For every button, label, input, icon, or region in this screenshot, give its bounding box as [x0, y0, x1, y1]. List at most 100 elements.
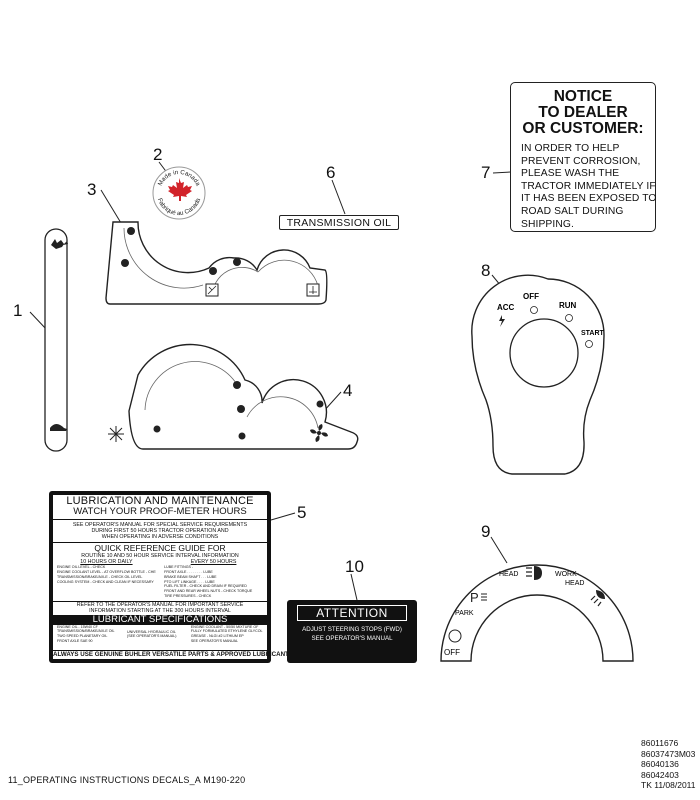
- spec-left: ENGINE OIL - 15W40 CF TRANSMISSION/BRAKE…: [57, 625, 125, 645]
- start-label: START: [581, 330, 605, 337]
- callout-1: 1: [13, 301, 22, 320]
- decal-6-transmission-oil: TRANSMISSION OIL: [279, 215, 399, 230]
- notice-body-line: PREVENT CORROSION,: [521, 155, 641, 167]
- callout-4: 4: [343, 381, 352, 400]
- spec-item: UNIVERSAL HYDRAULIC OIL: [127, 629, 176, 634]
- callout-2: 2: [153, 145, 162, 164]
- fifty-hour-heading: EVERY 50 HOURS: [190, 558, 237, 565]
- fifty-hour-item: TIRE PRESSURES - CHECK: [164, 594, 212, 599]
- callout-7: 7: [481, 163, 490, 182]
- leader-line-1: [29, 311, 48, 331]
- leader-lines: [29, 161, 512, 601]
- spec-columns: ENGINE OIL - 15W40 CF TRANSMISSION/BRAKE…: [53, 625, 267, 645]
- notice-body-line: IN ORDER TO HELP: [521, 143, 620, 154]
- spec-item: SEE OPERATOR'S MANUAL: [190, 639, 238, 644]
- daily-item: ENGINE OIL LEVEL - CHECK: [57, 564, 106, 569]
- leader-line-10: [350, 573, 358, 601]
- spec-item: TWO SPEED PLANETARY OIL: [57, 634, 108, 639]
- callout-6: 6: [326, 163, 335, 182]
- key-hole: [509, 318, 579, 388]
- decal-1-speed-strip: [44, 228, 68, 452]
- lube-subtitle: WATCH YOUR PROOF-METER HOURS: [53, 507, 267, 520]
- spec-item: ENGINE OIL - 15W40 CF: [57, 624, 98, 629]
- spec-item: FULLY FORMULATED ETHYLENE GLYCOL & WATER: [190, 629, 263, 634]
- off-indicator: [448, 629, 462, 643]
- callout-numbers: 1 2 3 4 5 6 7 8 9 10: [13, 145, 490, 576]
- leader-line-3: [100, 189, 122, 224]
- part-number: 86037473M03: [641, 748, 696, 759]
- part-number: 86042403: [641, 769, 679, 780]
- lube-notice-3: WHEN OPERATING IN ADVERSE CONDITIONS: [53, 534, 267, 543]
- engine-run-icon: [565, 314, 573, 322]
- maple-leaf-icon: [168, 178, 192, 201]
- decal-4-gauge-trim: [108, 343, 359, 450]
- notice-title: NOTICE TO DEALER OR CUSTOMER:: [511, 89, 655, 137]
- callout-5: 5: [297, 503, 306, 522]
- decal-2-made-in-canada: Made in Canada Fabriqué au Canada: [152, 166, 206, 220]
- fifty-hour-item: FRONT AND REAR WHEEL NUTS - CHECK TORQUE: [164, 589, 253, 594]
- attention-heading: ATTENTION: [297, 605, 407, 621]
- decal-5-lubrication: LUBRICATION AND MAINTENANCE WATCH YOUR P…: [49, 491, 293, 663]
- notice-body-line: PLEASE WASH THE: [521, 168, 620, 180]
- decal-9-light-switch: OFF PARK HEAD WORK- HEAD P: [440, 564, 634, 662]
- attention-line-2: SEE OPERATOR'S MANUAL: [311, 635, 393, 642]
- notice-body: IN ORDER TO HELP PREVENT CORROSION, PLEA…: [521, 143, 657, 231]
- part-number-list: 86011676 86037473M03 86040136 86042403 T…: [641, 738, 696, 791]
- engine-off-icon: [530, 306, 538, 314]
- leader-line-5: [270, 512, 296, 521]
- off-label: OFF: [444, 648, 460, 657]
- refer-line-1: REFER TO THE OPERATOR'S MANUAL FOR IMPOR…: [53, 601, 267, 608]
- spec-mid: UNIVERSAL HYDRAULIC OIL (SEE OPERATOR'S …: [127, 625, 189, 645]
- fifty-hour-item: FUEL FILTER - CHECK AND DRAIN IF REQUIRE…: [164, 584, 247, 589]
- notice-body-line: IT HAS BEEN EXPOSED TO: [521, 193, 657, 205]
- svg-text:P: P: [470, 590, 479, 605]
- snowflake-icon: [108, 426, 124, 442]
- notice-title-line: NOTICE: [553, 88, 613, 105]
- notice-body-line: TRACTOR IMMEDIATELY IF: [521, 180, 656, 192]
- lube-notice-2: DURING FIRST 50 HOURS TRACTOR OPERATION …: [91, 528, 229, 535]
- daily-heading: 10 HOURS OR DAILY: [80, 558, 133, 565]
- parking-light-icon: P: [470, 590, 487, 605]
- park-label: PARK: [455, 610, 474, 617]
- work-head-label-1: WORK-: [555, 571, 580, 578]
- decal-8-ignition-plate: ACC OFF RUN START: [471, 274, 605, 475]
- part-date: TK 11/08/2011: [641, 780, 696, 790]
- attention-line-1: ADJUST STEERING STOPS (FWD): [302, 626, 402, 633]
- part-number: 86040136: [641, 759, 679, 769]
- daily-column: 10 HOURS OR DAILY ENGINE OIL LEVEL - CHE…: [57, 559, 156, 599]
- spec-right: ENGINE COOLANT - 50/50 MIXTURE OF FULLY …: [191, 625, 263, 645]
- spec-title: LUBRICANT SPECIFICATIONS: [53, 614, 267, 625]
- run-label: RUN: [559, 301, 577, 310]
- headlight-icon: [526, 566, 542, 580]
- spec-item: GREASE - NLGI #2 LITHIUM EP: [190, 634, 244, 639]
- service-columns: 10 HOURS OR DAILY ENGINE OIL LEVEL - CHE…: [53, 559, 267, 599]
- callout-10: 10: [345, 557, 364, 576]
- fifty-hour-item: LUBE FITTINGS -: [164, 564, 194, 569]
- spec-item: TRANSMISSION/BRAKE/AXLE OIL: [57, 629, 115, 634]
- spec-item: ENGINE COOLANT - 50/50 MIXTURE OF: [190, 624, 259, 629]
- decal-7-notice: NOTICE TO DEALER OR CUSTOMER: IN ORDER T…: [510, 82, 656, 232]
- work-light-icon: [590, 590, 605, 607]
- lube-title: LUBRICATION AND MAINTENANCE: [66, 495, 254, 507]
- callout-9: 9: [481, 522, 490, 541]
- notice-body-line: SHIPPING.: [521, 218, 574, 230]
- notice-title-line: OR CUSTOMER:: [522, 120, 644, 137]
- leader-line-6: [331, 179, 346, 215]
- diagram-caption: 11_OPERATING INSTRUCTIONS DECALS_A M190-…: [8, 775, 246, 785]
- callout-8: 8: [481, 261, 490, 280]
- spec-item: FRONT AXLE SAE 90: [57, 639, 93, 644]
- leader-line-9: [490, 536, 508, 564]
- notice-body-line: ROAD SALT DURING: [521, 205, 624, 217]
- fifty-hour-column: EVERY 50 HOURS LUBE FITTINGS - FRONT AXL…: [164, 559, 263, 599]
- leader-line-7: [492, 171, 512, 174]
- notice-title-line: TO DEALER: [538, 104, 628, 121]
- fifty-hour-item: FRONT AXLE . . . . . . . . LUBE: [164, 569, 213, 574]
- lube-footer: ALWAYS USE GENUINE BUHLER VERSATILE PART…: [53, 650, 293, 658]
- daily-item: ENGINE COOLANT LEVEL - AT OVERFLOW BOTTL…: [57, 569, 156, 574]
- head-label: HEAD: [499, 571, 518, 578]
- fan-icon: [310, 424, 328, 442]
- daily-item: TRANSMISSION/BRAKE/AXLE - CHECK OIL LEVE…: [57, 574, 143, 579]
- decal-10-attention: ATTENTION ADJUST STEERING STOPS (FWD) SE…: [287, 600, 417, 663]
- daily-item: COOLING SYSTEM - CHECK AND CLEAN IF NECE…: [57, 579, 154, 584]
